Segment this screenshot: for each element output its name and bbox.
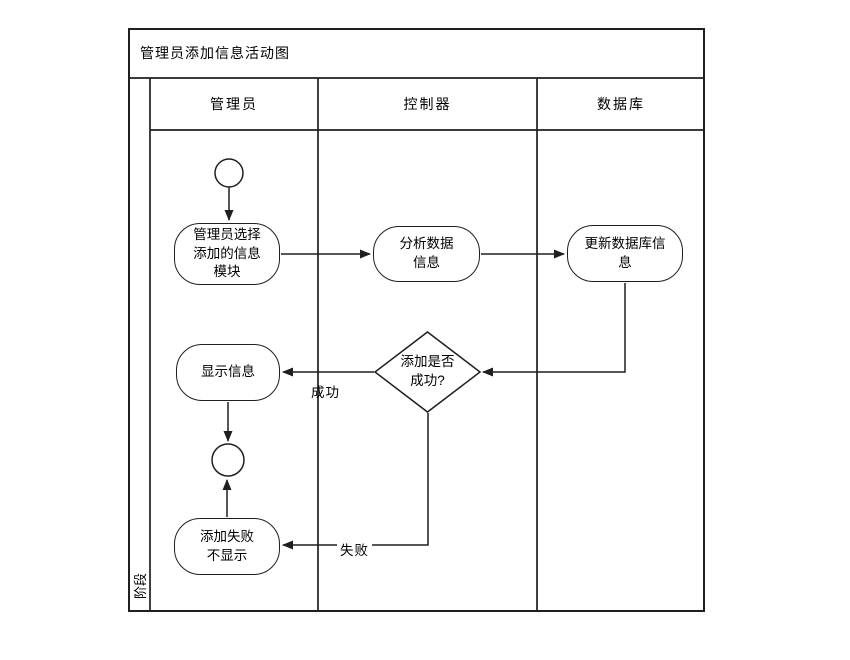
decision-diamond: [373, 331, 482, 413]
edge-label-success: 成功: [311, 385, 340, 400]
node-update-database: 更新数据库信 息: [567, 225, 683, 282]
start-node-circle: [214, 158, 244, 188]
node-show-info: 显示信息: [176, 344, 280, 401]
diagram-frame: [128, 28, 705, 612]
node-analyze-data: 分析数据 信息: [373, 226, 480, 282]
node-add-fail: 添加失败 不显示: [174, 518, 280, 575]
connector-decision-to-fail: [282, 413, 429, 550]
diagram-title: 管理员添加信息活动图: [140, 45, 290, 61]
phase-label: 阶段: [132, 573, 148, 600]
decision-node-label: 添加是否 成功?: [400, 354, 455, 388]
lane-header-database: 数据库: [597, 96, 645, 112]
lane-header-admin: 管理员: [210, 96, 258, 112]
connector-update-to-decision: [482, 283, 626, 377]
lane-header-controller: 控制器: [403, 96, 452, 112]
edge-label-fail: 失败: [337, 539, 372, 559]
node-select-module: 管理员选择 添加的信息 模块: [174, 223, 280, 285]
end-node-circle: [211, 443, 245, 477]
